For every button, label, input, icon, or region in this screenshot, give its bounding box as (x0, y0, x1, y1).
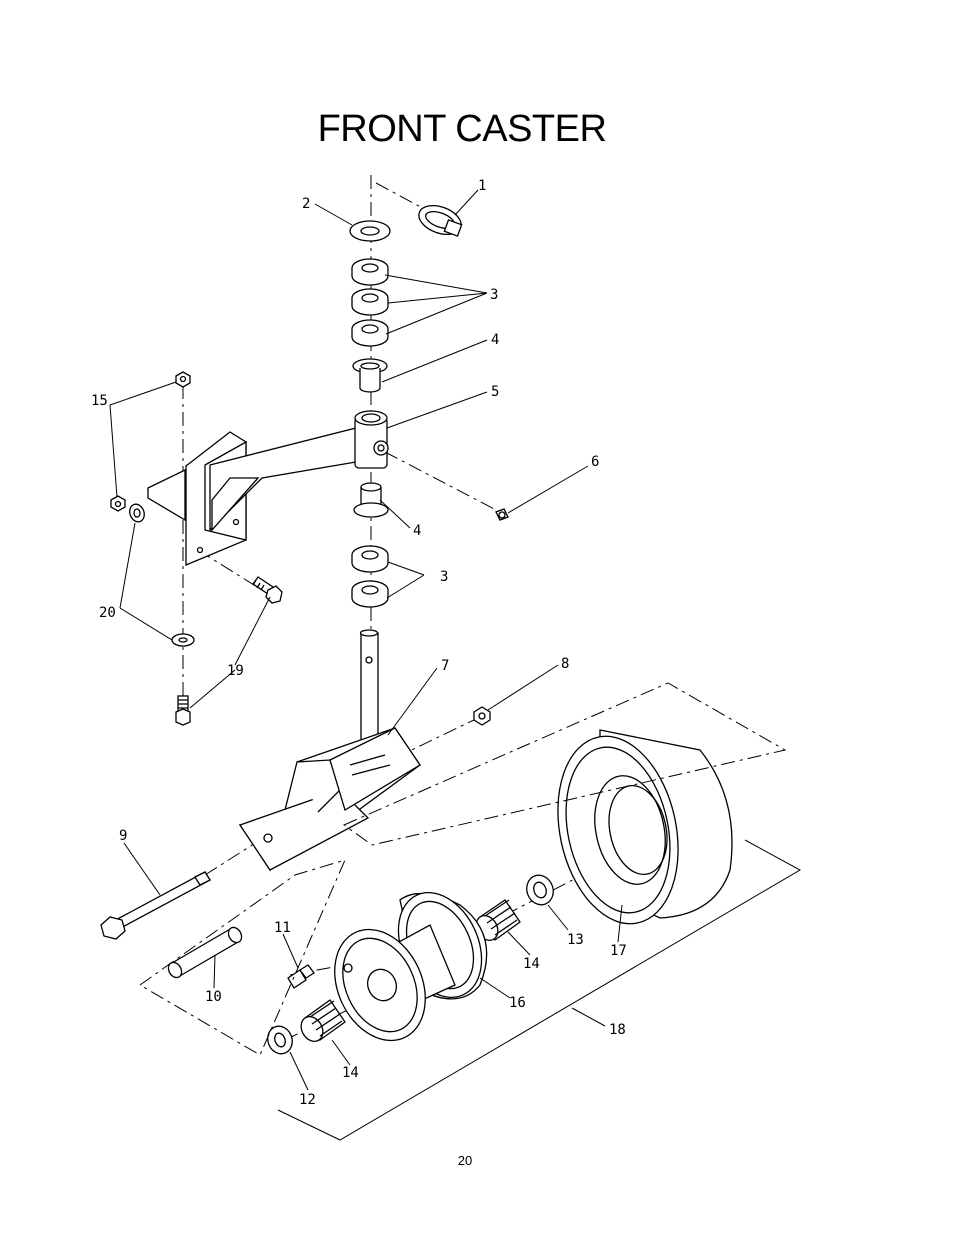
lock-washer-side (129, 503, 145, 523)
callout-10: 10 (205, 989, 222, 1005)
axle-spacer-tube (167, 926, 243, 979)
flange-bushing-upper (352, 358, 388, 393)
callout-11: 11 (274, 920, 291, 936)
spacer-rings-upper (351, 258, 389, 347)
bolt-axis-line (197, 549, 263, 591)
callout-19: 19 (227, 663, 244, 679)
callout-3-lower: 3 (440, 569, 448, 585)
caster-fork (238, 629, 421, 872)
roller-bearing-left (300, 999, 346, 1042)
flange-bushing-lower (353, 482, 389, 518)
caster-mount-arm (147, 410, 389, 566)
callout-15: 15 (91, 393, 108, 409)
callout-12: 12 (299, 1092, 316, 1108)
callout-1: 1 (478, 178, 486, 194)
hex-bolt-bottom (175, 695, 191, 726)
callout-8: 8 (561, 656, 569, 672)
caster-tire (557, 729, 733, 925)
callout-14-right: 14 (523, 956, 540, 972)
grease-fitting-arm (495, 508, 509, 521)
lock-washer-bottom (171, 633, 195, 647)
callout-4-upper: 4 (491, 332, 499, 348)
callout-3-upper: 3 (490, 287, 498, 303)
callout-16: 16 (509, 995, 526, 1011)
callout-4-lower: 4 (413, 523, 421, 539)
fitting-axis-line (384, 451, 501, 513)
wheel-assembly-bracket (277, 839, 802, 1141)
lock-nut-axle (473, 706, 491, 726)
leader-lines (109, 189, 623, 1091)
hex-bolt-side (252, 576, 283, 604)
spacer-rings-lower (351, 545, 389, 608)
grease-seal-right (526, 874, 554, 906)
callout-7: 7 (441, 658, 449, 674)
callout-2: 2 (302, 196, 310, 212)
callout-5: 5 (491, 384, 499, 400)
lock-nut-side (110, 495, 126, 512)
grease-seal-left (267, 1025, 293, 1055)
callout-6: 6 (591, 454, 599, 470)
callout-13: 13 (567, 932, 584, 948)
axle-bolt (100, 871, 211, 940)
grease-fitting-hub (287, 964, 315, 989)
callout-17: 17 (610, 943, 627, 959)
callout-20: 20 (99, 605, 116, 621)
hitch-pin-clip (418, 205, 463, 237)
wheel-rim-hub (334, 891, 488, 1042)
fork-assembly-outline (342, 682, 787, 846)
nut-axis-line (394, 717, 479, 759)
lock-nut-top (175, 371, 191, 388)
page-title: FRONT CASTER (317, 108, 607, 150)
callout-9: 9 (119, 828, 127, 844)
axle-axis-line (204, 839, 261, 876)
pin-axis-line (375, 182, 431, 213)
callout-18: 18 (609, 1022, 626, 1038)
page-number: 20 (457, 1153, 473, 1168)
callout-14-left: 14 (342, 1065, 359, 1081)
flat-washer (349, 220, 391, 242)
